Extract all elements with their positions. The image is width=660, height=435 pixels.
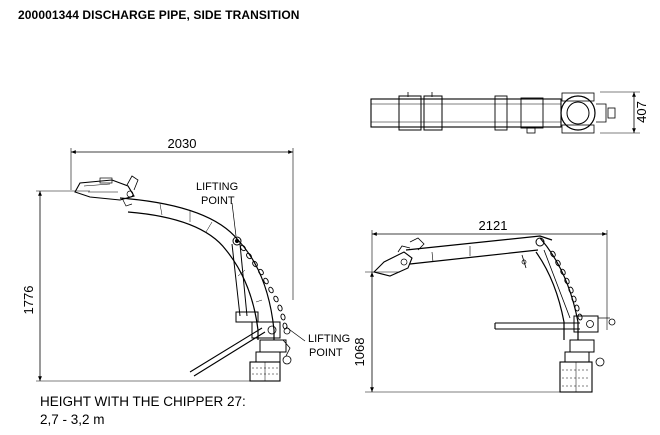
height-dimension-left-label: 1776 [21,286,36,315]
curved-pipe [119,197,275,340]
height-dimension-left [36,190,250,382]
width-dimension-left [70,148,294,300]
boom-pipe-right [405,235,553,269]
height-dimension-right [365,271,560,393]
height-note-line1: HEIGHT WITH THE CHIPPER 27: [40,394,246,409]
height-dimension-top-label: 407 [634,101,649,123]
chain-right [550,250,583,321]
support-strut [231,243,248,317]
width-dimension-left-label: 2030 [168,136,197,151]
spout-head [74,175,139,207]
height-note-line2: 2,7 - 3,2 m [40,412,105,427]
height-dimension-right-label: 1068 [352,338,367,367]
width-dimension-right-label: 2121 [479,218,508,233]
adjust-handle [189,327,266,377]
base-mechanism [235,311,292,382]
side-view-left [36,148,306,382]
height-note: HEIGHT WITH THE CHIPPER 27: 2,7 - 3,2 m [40,393,246,429]
top-view [370,91,640,134]
adjust-handle-right [494,322,580,330]
chain [240,244,288,330]
lifting-point-bottom-leader [285,326,306,342]
width-dimension-right [371,230,608,330]
drawing-title: 200001344 DISCHARGE PIPE, SIDE TRANSITIO… [18,8,300,22]
base-mechanism-right [559,315,616,393]
lifting-point-top [231,202,242,246]
pipe-leg-right [535,237,579,340]
side-view-right [365,230,616,393]
lifting-point-top-label-line2: POINT [201,195,235,207]
spout-head-right [372,237,425,277]
pipe-outlet-circle [560,95,596,131]
lifting-point-bottom-label-line1: LIFTING [308,333,350,345]
lifting-point-top-label-line1: LIFTING [196,181,238,193]
lifting-point-bottom-label-line2: POINT [309,347,343,359]
